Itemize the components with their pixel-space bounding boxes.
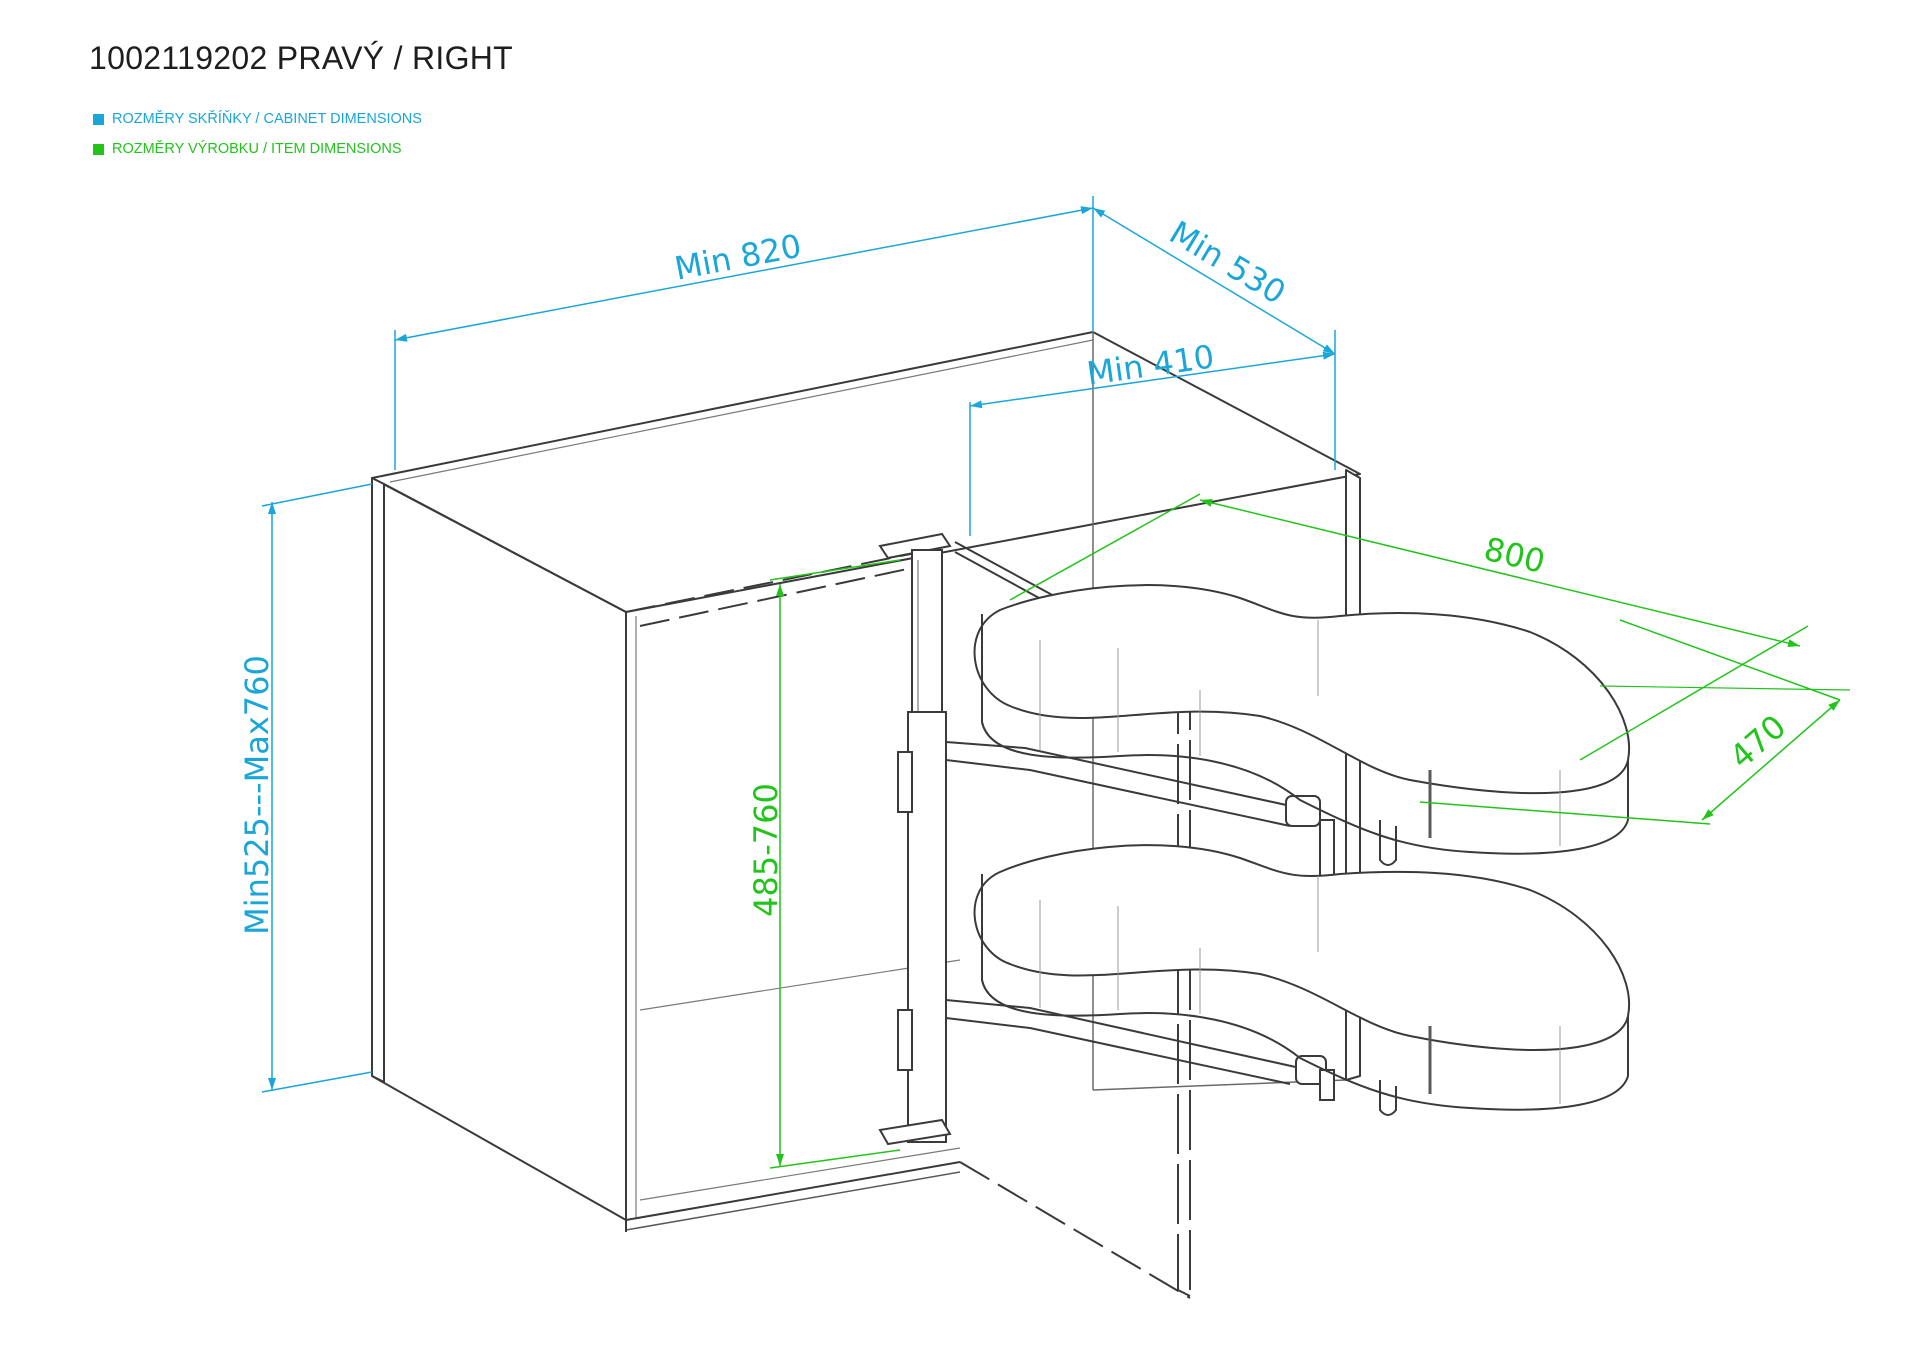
dimension-line-width <box>394 206 1094 342</box>
label-item-height: 485-760 <box>747 783 785 917</box>
item-color-swatch <box>93 143 104 155</box>
cabinet-dimension-lines <box>261 196 1336 1093</box>
dimension-line-opening <box>969 351 1336 409</box>
legend-item-dimensions: ROZMĚRY VÝROBKU / ITEM DIMENSIONS <box>93 141 402 157</box>
legend-cabinet-label: ROZMĚRY SKŘÍŇKY / CABINET DIMENSIONS <box>112 111 422 127</box>
cabinet-color-swatch <box>93 113 104 125</box>
item-dimension-lines <box>769 493 1851 1169</box>
legend-cabinet-dimensions: ROZMĚRY SKŘÍŇKY / CABINET DIMENSIONS <box>93 111 422 127</box>
cabinet-body <box>371 331 1361 1299</box>
cabinet-left-side <box>371 477 385 1083</box>
drawing-title: 1002119202 PRAVÝ / RIGHT <box>89 40 514 76</box>
mechanism-post <box>878 532 1397 1146</box>
dimension-line-item-depth <box>1701 699 1841 821</box>
label-cabinet-width: Min 820 <box>672 227 805 288</box>
label-item-width: 800 <box>1480 530 1548 581</box>
dimension-line-depth <box>1092 207 1336 355</box>
dimension-line-item-width <box>1199 498 1801 648</box>
legend-item-label: ROZMĚRY VÝROBKU / ITEM DIMENSIONS <box>112 141 402 157</box>
lower-kidney-tray <box>973 844 1631 1111</box>
label-cabinet-height: Min525---Max760 <box>238 655 276 935</box>
label-item-depth: 470 <box>1722 707 1793 776</box>
